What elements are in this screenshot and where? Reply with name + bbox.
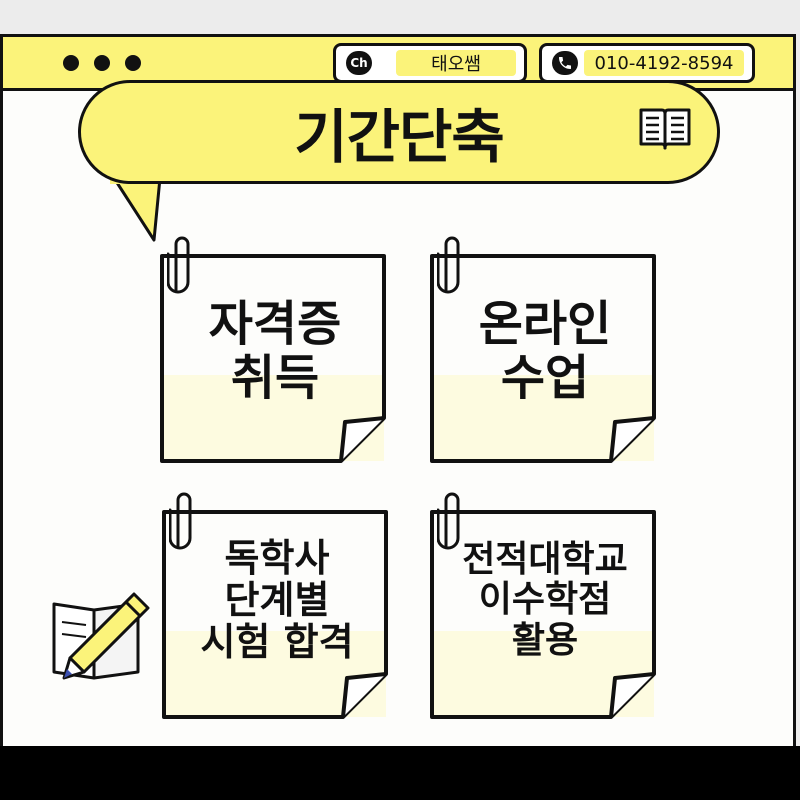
phone-number: 010-4192-8594 [584, 50, 744, 76]
note-label: 독학사 단계별 시험 합격 [161, 536, 393, 664]
note-label: 전적대학교 이수학점 활용 [429, 539, 661, 661]
note-card: 온라인 수업 [429, 232, 661, 468]
phone-link[interactable]: 010-4192-8594 [539, 43, 755, 83]
paperclip-icon [167, 236, 190, 294]
channel-name: 태오쌤 [396, 50, 516, 76]
note-line: 온라인 [478, 296, 612, 352]
phone-icon [552, 51, 578, 75]
open-book-icon [639, 108, 691, 150]
note-line: 독학사 [224, 536, 330, 580]
channel-link[interactable]: Ch 태오쌤 [333, 43, 527, 83]
note-line: 단계별 [224, 577, 330, 622]
page-title: 기간단축 [294, 103, 504, 171]
note-card: 독학사 단계별 시험 합격 [161, 488, 393, 724]
title-bubble: 기간단축 [78, 80, 720, 184]
note-line: 자격증 [208, 296, 342, 352]
window-top-bar: Ch 태오쌤 010-4192-8594 [3, 37, 793, 91]
window-dot-icon [94, 55, 110, 71]
note-line: 활용 [511, 619, 579, 661]
sticky-note-shape [160, 254, 386, 463]
window-dot-icon [125, 55, 141, 71]
sticky-note-shape [430, 510, 656, 719]
paperclip-icon [437, 492, 460, 550]
paperclip-icon [169, 492, 192, 550]
note-line: 수업 [500, 349, 590, 406]
note-label: 온라인 수업 [429, 296, 661, 406]
note-card: 전적대학교 이수학점 활용 [429, 488, 661, 724]
note-line: 시험 합격 [200, 619, 354, 664]
note-line: 이수학점 [478, 579, 612, 621]
window-dot-icon [63, 55, 79, 71]
channel-badge: Ch [350, 56, 368, 70]
pencil-notebook-icon [52, 592, 150, 680]
bottom-bar [0, 746, 800, 800]
note-line: 취득 [230, 349, 320, 406]
paperclip-icon [437, 236, 460, 294]
sticky-note-shape [162, 510, 388, 719]
sticky-note-shape [430, 254, 656, 463]
note-card: 자격증 취득 [159, 232, 391, 468]
chat-channel-icon: Ch [346, 51, 372, 75]
note-label: 자격증 취득 [159, 296, 391, 406]
note-line: 전적대학교 [462, 539, 628, 580]
